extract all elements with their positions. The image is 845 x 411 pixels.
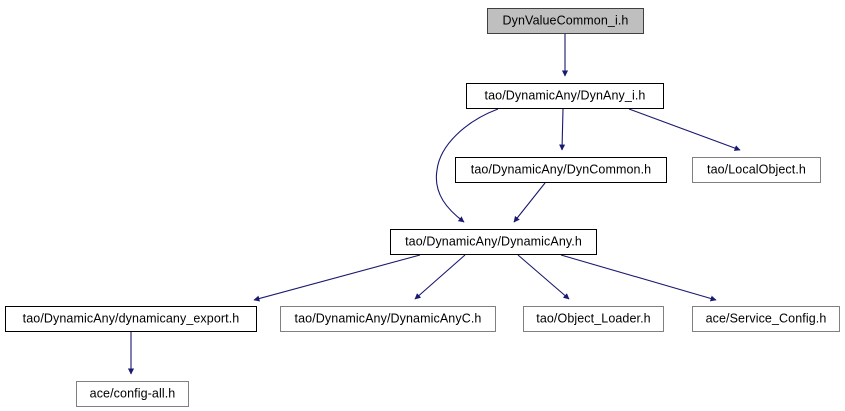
node-dynvaluecommon-i-h[interactable]: DynValueCommon_i.h <box>487 8 644 34</box>
edge-dynamicany-dynamicany_export <box>253 254 421 302</box>
node-label: tao/DynamicAny/DynamicAnyC.h <box>294 311 482 325</box>
node-label: tao/LocalObject.h <box>707 162 806 176</box>
node-label: tao/DynamicAny/dynamicany_export.h <box>22 311 240 325</box>
node-tao-dynamicany-dynamicany-h[interactable]: tao/DynamicAny/DynamicAny.h <box>390 229 597 255</box>
edge-dynany_i-localobject <box>628 108 741 151</box>
node-ace-service-config-h[interactable]: ace/Service_Config.h <box>692 306 840 332</box>
edge-dynamicany-object_loader <box>517 254 570 300</box>
node-ace-config-all-h[interactable]: ace/config-all.h <box>76 381 189 407</box>
edge-dynany_i-dynamicany <box>435 108 499 223</box>
node-tao-dynamicany-dyncommon-h[interactable]: tao/DynamicAny/DynCommon.h <box>455 157 667 183</box>
node-tao-dynamicany-dynamicanyc-h[interactable]: tao/DynamicAny/DynamicAnyC.h <box>280 306 496 332</box>
node-label: tao/DynamicAny/DynAny_i.h <box>484 88 646 102</box>
node-label: tao/Object_Loader.h <box>536 311 651 325</box>
edge-dynamicany-service_config <box>560 254 717 302</box>
node-tao-localobject-h[interactable]: tao/LocalObject.h <box>692 157 821 183</box>
node-label: DynValueCommon_i.h <box>502 13 629 27</box>
edge-dynany_i-dyncommon <box>559 108 566 151</box>
node-tao-dynamicany-dynamicany-export-h[interactable]: tao/DynamicAny/dynamicany_export.h <box>5 306 257 332</box>
node-label: ace/config-all.h <box>89 386 176 400</box>
node-label: tao/DynamicAny/DynamicAny.h <box>405 234 582 248</box>
edge-dynamicany-dynamicanyc <box>414 254 466 300</box>
node-label: tao/DynamicAny/DynCommon.h <box>470 162 652 176</box>
node-tao-dynamicany-dynany-i-h[interactable]: tao/DynamicAny/DynAny_i.h <box>466 83 664 109</box>
edge-dyncommon-dynamicany <box>513 182 546 223</box>
node-label: ace/Service_Config.h <box>705 311 827 325</box>
node-tao-object-loader-h[interactable]: tao/Object_Loader.h <box>523 306 664 332</box>
